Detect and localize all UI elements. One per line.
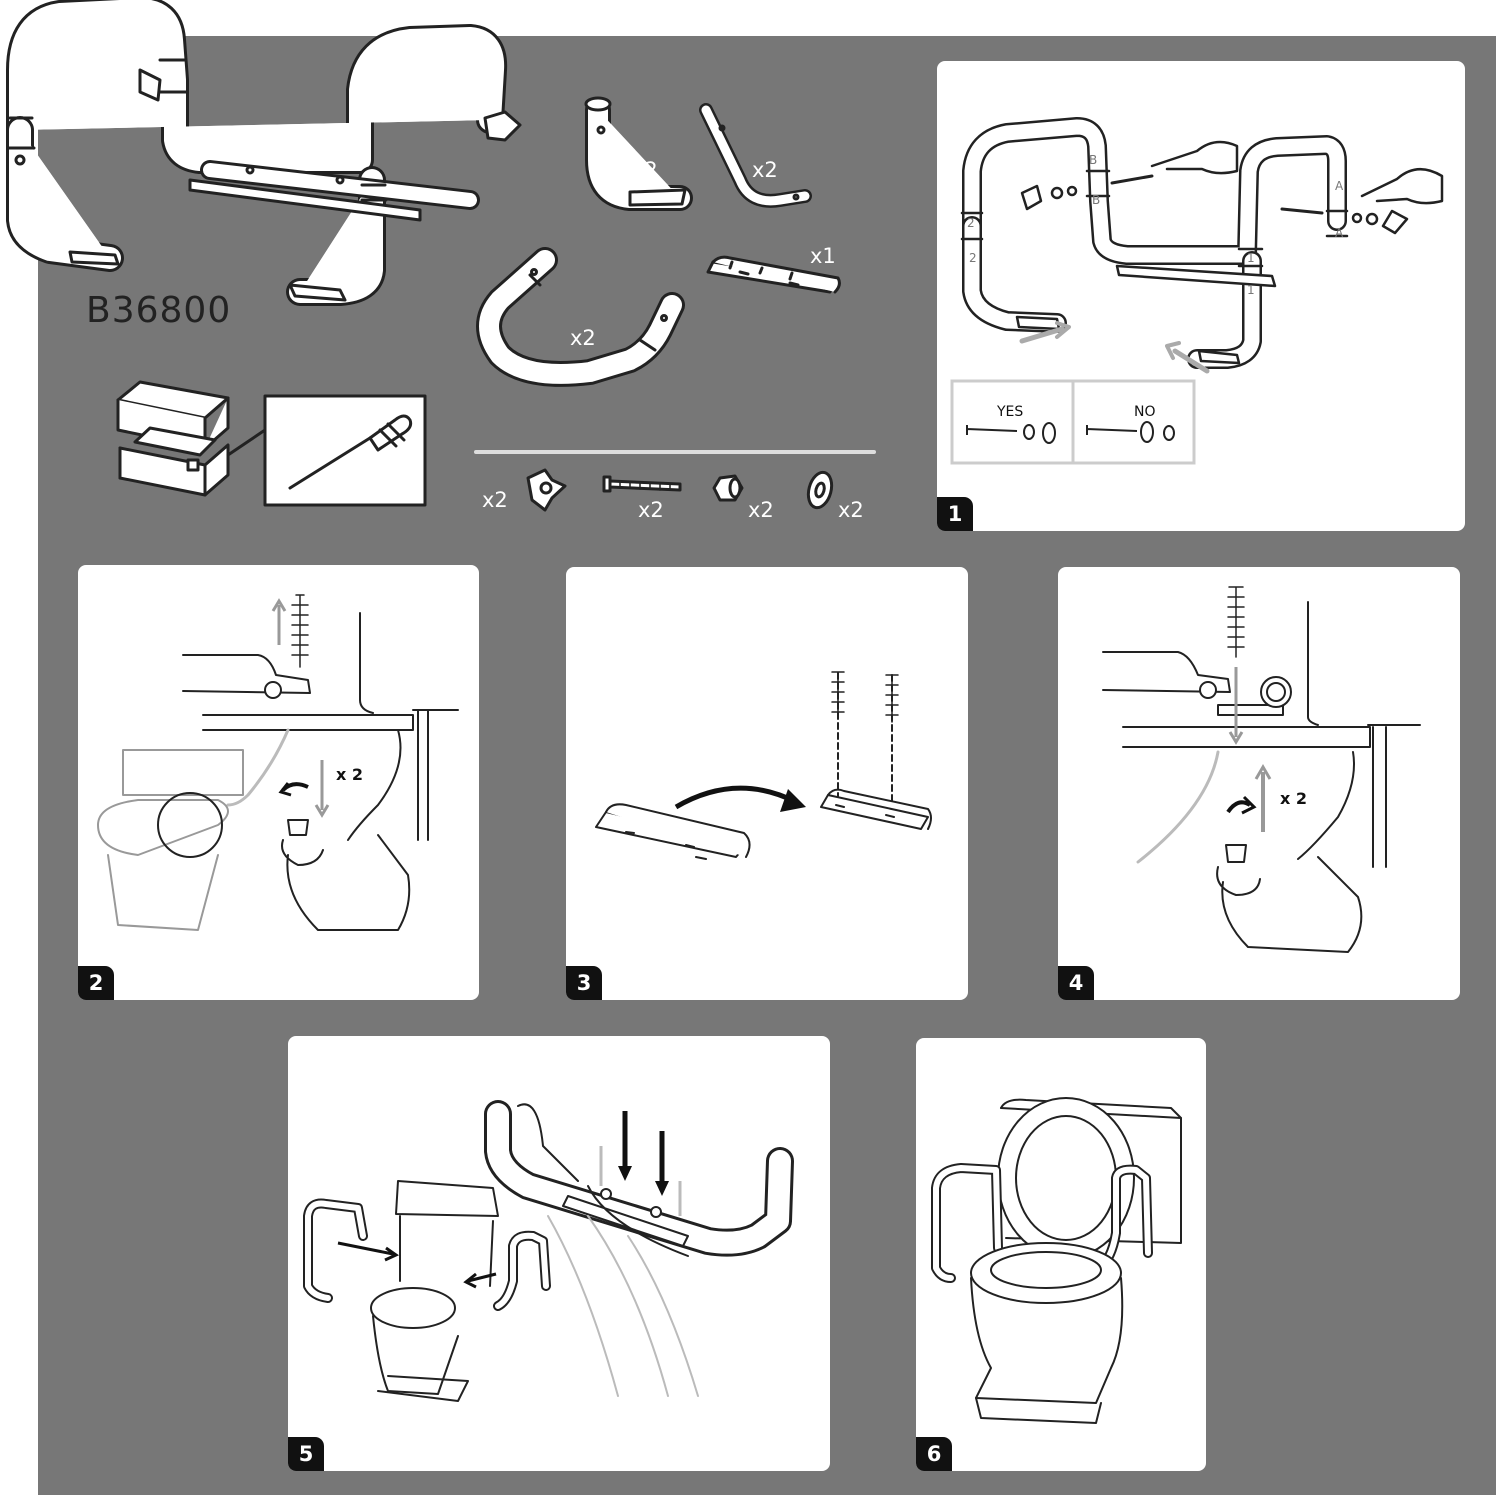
marker-a-top: A	[1335, 179, 1344, 193]
mounting-plate-qty: x1	[810, 244, 836, 268]
step-5-illustration	[303, 1100, 794, 1402]
step-5-panel: 5	[288, 1036, 830, 1471]
step-4-illustration	[1102, 586, 1421, 953]
bent-rod-part	[699, 103, 812, 208]
assembled-rail	[6, 0, 522, 306]
parts-overview: B36800 x2 x2 x2 x1 x2 x2 x2 x2	[0, 0, 900, 540]
screwdriver-icon	[226, 394, 427, 507]
step-3-badge: 3	[566, 966, 602, 1000]
bolt-icon	[602, 475, 682, 493]
marker-2-bottom: 2	[969, 251, 977, 265]
knob-icon	[526, 468, 567, 512]
marker-1-bottom: 1	[1247, 283, 1255, 297]
step-1-illustration	[950, 117, 1444, 465]
spacer-icon	[712, 474, 744, 502]
model-number: B36800	[86, 290, 232, 331]
marker-b-bottom: B	[1092, 193, 1101, 207]
no-spacer-icon	[1163, 425, 1175, 441]
step-3-illustration	[595, 671, 932, 860]
step-2-badge: 2	[78, 966, 114, 1000]
step-4-count: x 2	[1280, 789, 1308, 808]
parts-illustration	[6, 0, 876, 512]
u-arm-qty: x2	[570, 326, 596, 350]
toolbox-icon	[116, 380, 230, 497]
yes-label: YES	[997, 404, 1024, 420]
no-label: NO	[1134, 404, 1156, 420]
step-3-panel: 3	[566, 567, 968, 1000]
step-6-panel: 6	[916, 1038, 1206, 1471]
marker-1-top: 1	[1247, 251, 1255, 265]
hook-bracket-qty: x2	[632, 158, 658, 182]
step-2-illustration	[97, 594, 459, 931]
step-5-badge: 5	[288, 1437, 324, 1471]
u-arm-part	[476, 247, 685, 387]
yes-no-box	[950, 379, 1196, 465]
bent-rod-qty: x2	[752, 158, 778, 182]
washer-qty: x2	[838, 498, 864, 522]
step-1-panel: YES NO B B A A 2 2 1 1 1	[937, 61, 1465, 531]
spacer-qty: x2	[748, 498, 774, 522]
knob-qty: x2	[482, 488, 508, 512]
yes-bolt-icon	[966, 425, 1018, 435]
bolt-qty: x2	[638, 498, 664, 522]
step-2-panel: x 2 2	[78, 565, 479, 1000]
marker-2-top: 2	[967, 216, 975, 230]
step-4-badge: 4	[1058, 966, 1094, 1000]
washer-icon	[806, 470, 834, 510]
step-4-panel: x 2 4	[1058, 567, 1460, 1000]
hook-bracket-part	[584, 96, 693, 211]
no-washer-icon	[1140, 421, 1154, 443]
no-bolt-icon	[1086, 425, 1138, 435]
marker-a-bottom: A	[1335, 226, 1344, 240]
step-1-badge: 1	[937, 497, 973, 531]
yes-spacer-icon	[1023, 424, 1035, 440]
step-6-badge: 6	[916, 1437, 952, 1471]
step-6-illustration	[931, 1097, 1182, 1424]
marker-b-top: B	[1089, 153, 1098, 167]
step-2-count: x 2	[336, 765, 364, 784]
mounting-plate-part	[706, 255, 841, 294]
yes-washer-icon	[1042, 422, 1056, 444]
